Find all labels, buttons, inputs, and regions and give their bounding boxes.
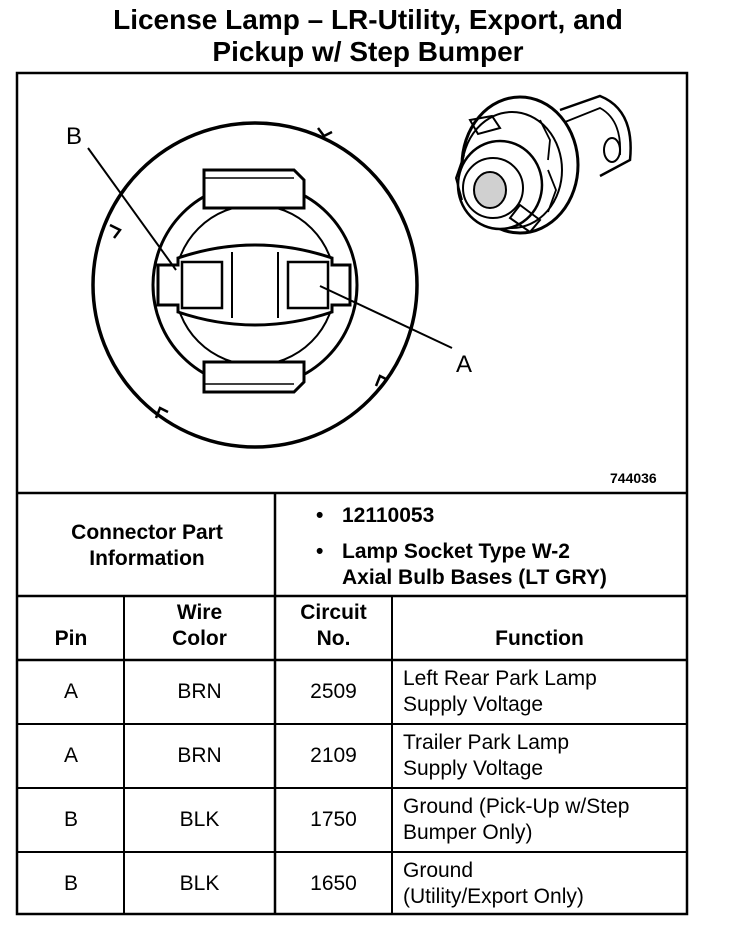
row-4-circuit: 1650 (310, 872, 357, 895)
row-4-wire-color: BLK (179, 872, 220, 895)
header-circuit: Circuit No. (275, 600, 392, 652)
row-3-circuit: 1750 (310, 808, 357, 831)
row-4-function: Ground (Utility/Export Only) (403, 858, 584, 910)
row-1-wire-color: BRN (177, 680, 222, 703)
connector-part-info-line-2: Information (89, 547, 205, 570)
header-function: Function (495, 627, 584, 650)
leader-line-a (319, 285, 453, 349)
header-wire-color-line-1: Wire (176, 601, 223, 624)
row-3-function: Ground (Pick-Up w/Step Bumper Only) (403, 794, 629, 846)
row-2-circuit: 2109 (310, 744, 357, 767)
header-circuit-line-2: No. (316, 627, 351, 650)
row-4-pin: B (63, 872, 78, 895)
socket-perspective-view (454, 94, 632, 235)
info-item-socket-type: • Lamp Socket Type W-2 Axial Bulb Bases … (316, 539, 676, 593)
bullet: • (316, 540, 324, 563)
label-b: B (66, 123, 82, 150)
row-3-pin: B (63, 808, 78, 831)
leader-line-b (87, 147, 177, 271)
header-wire-color-line-2: Color (172, 627, 227, 650)
connector-part-info-label: Connector Part Information (18, 520, 276, 572)
socket-type-line-1: Lamp Socket Type W-2 (342, 540, 570, 563)
label-a: A (456, 351, 472, 378)
part-number: 12110053 (342, 504, 435, 527)
row-2-function-line-1: Trailer Park Lamp (403, 731, 570, 754)
row-4-function-line-2: (Utility/Export Only) (403, 885, 584, 908)
row-3-function-line-1: Ground (Pick-Up w/Step (403, 795, 630, 818)
bullet: • (316, 504, 324, 527)
row-1-function-line-2: Supply Voltage (403, 693, 544, 716)
page-title-line-1: License Lamp – LR-Utility, Export, and (113, 4, 623, 35)
row-2-wire-color: BRN (177, 744, 222, 767)
header-circuit-line-1: Circuit (300, 601, 367, 624)
connector-part-info-line-1: Connector Part (71, 521, 223, 544)
info-item-part-number: • 12110053 (316, 503, 676, 531)
connector-face-view (91, 121, 419, 449)
row-2-pin: A (63, 744, 78, 767)
row-2-function-line-2: Supply Voltage (403, 757, 544, 780)
page-title-line-2: Pickup w/ Step Bumper (212, 36, 524, 67)
socket-type-line-2: Axial Bulb Bases (LT GRY) (342, 566, 607, 589)
row-3-wire-color: BLK (179, 808, 220, 831)
row-1-circuit: 2509 (310, 680, 357, 703)
row-2-function: Trailer Park Lamp Supply Voltage (403, 730, 569, 782)
row-4-function-line-1: Ground (403, 859, 474, 882)
figure-code: 744036 (610, 470, 657, 486)
row-1-function-line-1: Left Rear Park Lamp (403, 667, 597, 690)
row-1-function: Left Rear Park Lamp Supply Voltage (403, 666, 597, 718)
row-1-pin: A (63, 680, 78, 703)
header-wire-color: Wire Color (124, 600, 275, 652)
row-3-function-line-2: Bumper Only) (403, 821, 533, 844)
header-pin: Pin (54, 627, 88, 650)
